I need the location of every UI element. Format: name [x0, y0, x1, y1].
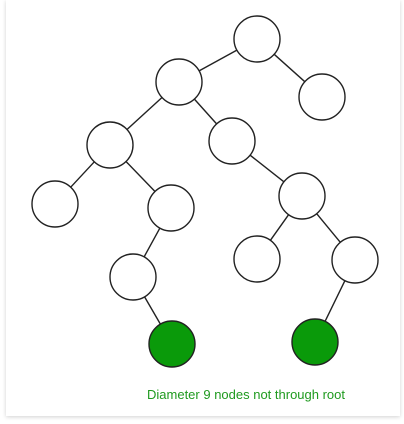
tree-node-lll — [31, 180, 79, 228]
diagram-caption: Diameter 9 nodes not through root — [147, 387, 346, 402]
edge-ll-llr — [125, 161, 156, 192]
tree-node-lrr — [278, 172, 326, 220]
tree-node-l — [155, 58, 203, 106]
binary-tree — [31, 15, 379, 368]
edge-lrrr-lrrrl — [324, 280, 346, 322]
edge-llrl-llrll — [143, 296, 162, 325]
highlighted-tree-node-llrll — [148, 320, 196, 368]
tree-node-ll — [86, 121, 134, 169]
edge-l-lr — [193, 98, 218, 125]
edge-llr-llrl — [143, 227, 161, 258]
edge-root-l — [198, 49, 238, 72]
tree-node-lrrr — [331, 236, 379, 284]
tree-node-root — [233, 15, 281, 63]
tree-edges — [70, 49, 346, 325]
tree-node-lrrl — [233, 235, 281, 283]
tree-node-r — [298, 73, 346, 121]
edge-lrr-lrrr — [316, 213, 341, 243]
highlighted-tree-node-lrrrl — [291, 318, 339, 366]
edge-ll-lll — [70, 161, 95, 188]
tree-node-lr — [208, 117, 256, 165]
diagram-panel: Diameter 9 nodes not through root — [6, 0, 400, 416]
tree-nodes — [31, 15, 379, 368]
tree-node-llr — [147, 184, 195, 232]
edge-lr-lrr — [249, 154, 285, 183]
tree-node-llrl — [109, 253, 157, 301]
edge-root-r — [273, 53, 306, 83]
edge-lrr-lrrl — [269, 214, 290, 241]
edge-l-ll — [126, 96, 163, 131]
